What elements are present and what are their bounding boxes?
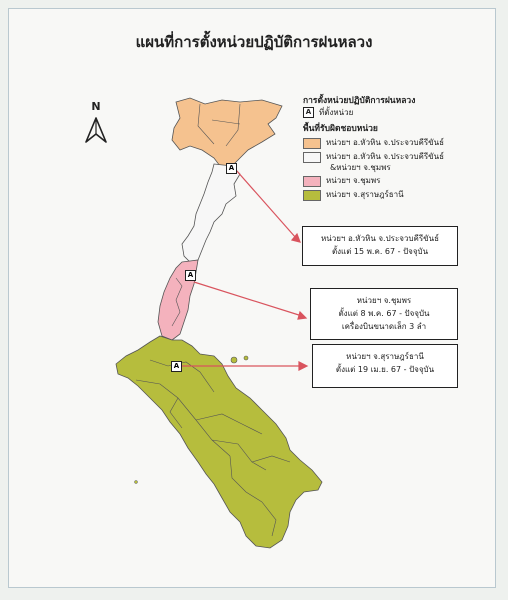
region-hua-hin <box>171 97 283 167</box>
north-arrow-icon <box>85 117 107 143</box>
unit-marker-icon-surat-thani: A <box>171 361 182 372</box>
info-hua-hin-line2: ตั้งแต่ 15 พ.ค. 67 - ปัจจุบัน <box>331 247 429 256</box>
legend-swatch-shared <box>303 152 321 163</box>
legend-label-chumphon: หน่วยฯ จ.ชุมพร <box>326 176 381 185</box>
unit-marker-icon-chumphon: A <box>185 270 196 281</box>
legend-swatch-hua-hin <box>303 138 321 149</box>
info-hua-hin-line1: หน่วยฯ อ.หัวหิน จ.ประจวบคีรีขันธ์ <box>321 234 439 243</box>
unit-marker-icon-hua-hin: A <box>226 163 237 174</box>
island-3 <box>134 480 138 484</box>
island-1 <box>230 356 238 364</box>
legend-label-hua-hin: หน่วยฯ อ.หัวหิน จ.ประจวบคีรีขันธ์ <box>326 138 444 147</box>
unit-marker-icon: A <box>303 107 314 118</box>
legend-label-surat-thani: หน่วยฯ จ.สุราษฎร์ธานี <box>326 190 404 199</box>
legend-unit-row: A ที่ตั้งหน่วย <box>303 107 503 118</box>
region-surat-thani <box>115 335 323 549</box>
legend: การตั้งหน่วยปฏิบัติการฝนหลวง A ที่ตั้งหน… <box>303 96 503 201</box>
legend-swatch-surat-thani <box>303 190 321 201</box>
info-box-surat-thani: หน่วยฯ จ.สุราษฎร์ธานี ตั้งแต่ 19 เม.ย. 6… <box>312 344 458 388</box>
legend-item-hua-hin: หน่วยฯ อ.หัวหิน จ.ประจวบคีรีขันธ์ <box>303 137 503 149</box>
info-surat-line2: ตั้งแต่ 19 เม.ย. 67 - ปัจจุบัน <box>335 365 435 374</box>
legend-item-surat-thani: หน่วยฯ จ.สุราษฎร์ธานี <box>303 189 503 201</box>
info-box-chumphon: หน่วยฯ จ.ชุมพร ตั้งแต่ 8 พ.ค. 67 - ปัจจุ… <box>310 288 458 340</box>
region-shared <box>181 163 241 263</box>
legend-heading: การตั้งหน่วยปฏิบัติการฝนหลวง <box>303 96 416 106</box>
info-chumphon-line2: ตั้งแต่ 8 พ.ค. 67 - ปัจจุบัน <box>338 309 430 318</box>
connector-arrows <box>180 169 309 371</box>
legend-item-shared: หน่วยฯ อ.หัวหิน จ.ประจวบคีรีขันธ์ &หน่วย… <box>303 151 503 173</box>
info-chumphon-line3: เครื่องบินขนาดเล็ก 3 ลำ <box>341 322 427 331</box>
legend-swatch-chumphon <box>303 176 321 187</box>
legend-unit-label: ที่ตั้งหน่วย <box>319 108 354 117</box>
info-box-hua-hin: หน่วยฯ อ.หัวหิน จ.ประจวบคีรีขันธ์ ตั้งแต… <box>302 226 458 266</box>
info-surat-line1: หน่วยฯ จ.สุราษฎร์ธานี <box>346 352 424 361</box>
legend-label-shared-2: &หน่วยฯ จ.ชุมพร <box>330 163 391 172</box>
north-label: N <box>91 100 101 113</box>
legend-item-chumphon: หน่วยฯ จ.ชุมพร <box>303 175 503 187</box>
info-chumphon-line1: หน่วยฯ จ.ชุมพร <box>356 296 412 305</box>
legend-label-shared: หน่วยฯ อ.หัวหิน จ.ประจวบคีรีขันธ์ <box>326 152 444 161</box>
map-title: แผนที่การตั้งหน่วยปฏิบัติการฝนหลวง <box>135 33 373 51</box>
island-2 <box>243 355 249 361</box>
legend-area-heading: พื้นที่รับผิดชอบหน่วย <box>303 124 378 134</box>
